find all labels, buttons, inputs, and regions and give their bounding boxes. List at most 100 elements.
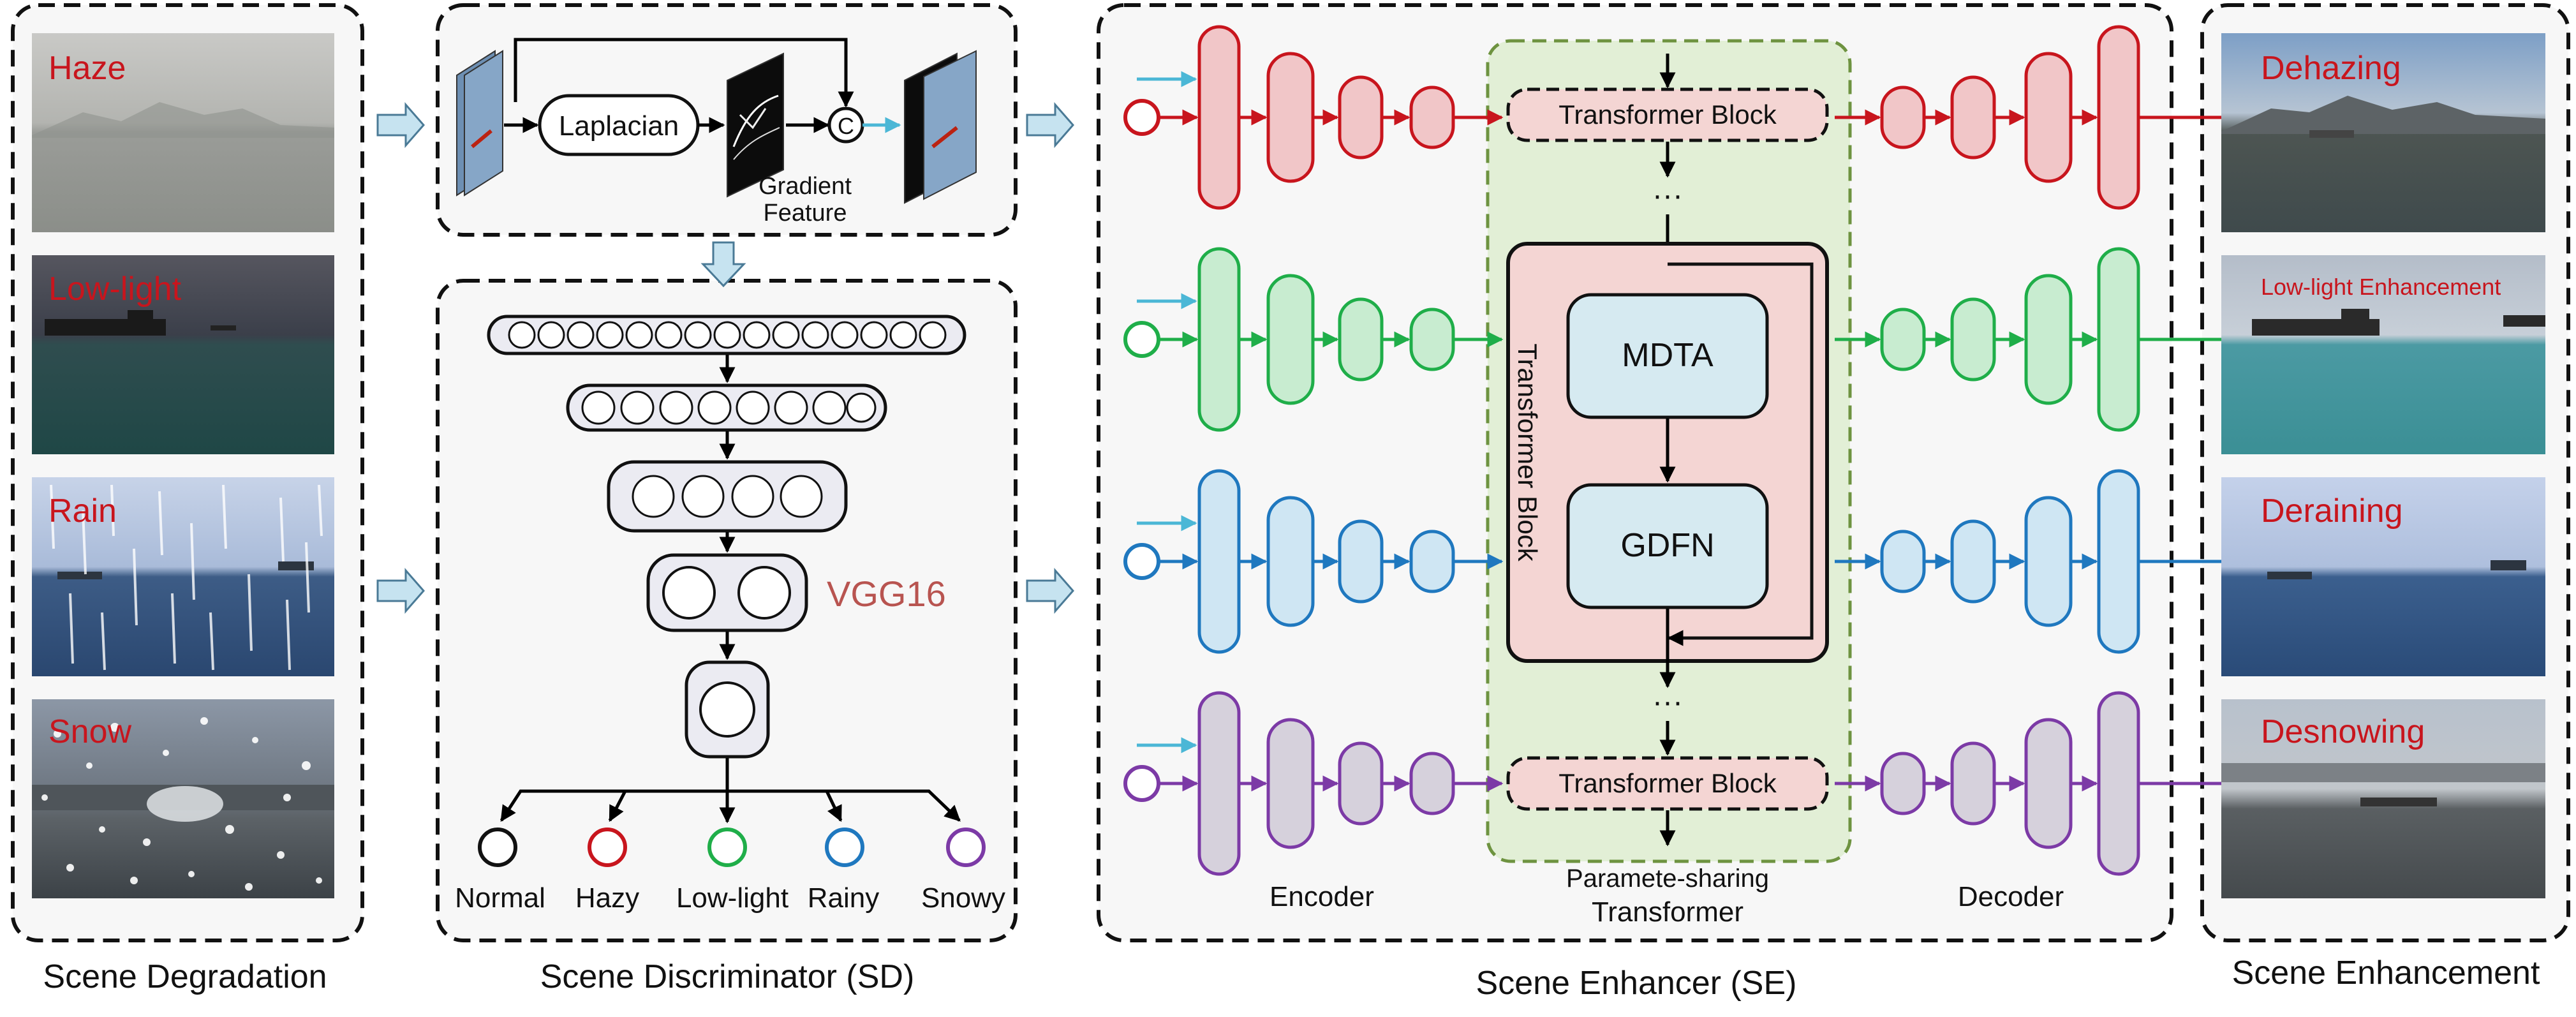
class-normal-node [478, 828, 517, 867]
lowlight-encoder-block [1338, 297, 1384, 382]
flow-arrow-2 [376, 568, 425, 614]
snow-decoder-block [2097, 691, 2140, 876]
snow-input-node [1123, 765, 1160, 802]
dots-upper: ··· [1652, 179, 1683, 212]
rain-decoder-block [2097, 469, 2140, 654]
skip-connection-line [514, 38, 854, 108]
class-snowy-label: Snowy [921, 882, 1005, 914]
snow-encoder-block [1266, 718, 1315, 849]
rain-input-node [1123, 543, 1160, 580]
class-low-light-node [707, 828, 747, 867]
class-hazy-label: Hazy [575, 882, 639, 914]
class-rainy-node [825, 828, 864, 867]
gradient-feature-image [727, 52, 784, 198]
flow-arrow-down [700, 241, 746, 288]
decoder-label: Decoder [1958, 881, 2064, 912]
deraining-label: Deraining [2261, 493, 2403, 530]
classifier-branches [500, 758, 961, 824]
haze-encoder-block [1197, 25, 1241, 210]
vgg-layer-2 [566, 383, 887, 432]
haze-label: Haze [48, 50, 126, 87]
vgg16-label: VGG16 [827, 574, 946, 614]
flow-arrow-4 [1026, 568, 1074, 614]
rain-decoder-block [1880, 530, 1926, 593]
rain-encoder-block [1409, 530, 1455, 593]
concat-output-stack [904, 50, 977, 204]
haze-encoder-block [1409, 85, 1455, 149]
haze-input-node [1123, 99, 1160, 136]
flow-arrow-3 [1026, 102, 1074, 148]
gradient-feature-label-1: Gradient [759, 173, 852, 200]
mdta-label: MDTA [1622, 337, 1714, 374]
low-light-image: Low-light [32, 255, 334, 454]
transformer-block-bottom-label: Transformer Block [1558, 768, 1777, 798]
transformer-block-bottom [1506, 756, 1829, 811]
gdfn-box [1566, 483, 1769, 609]
transformer-block-top-label: Transformer Block [1558, 100, 1777, 130]
low-light-label: Low-light [48, 271, 182, 308]
enhancement-caption: Scene Enhancement [2232, 954, 2540, 991]
encoder-decoder-rows [1123, 25, 2239, 876]
enhancer-caption: Scene Enhancer (SE) [1476, 965, 1797, 1002]
class-low-light-label: Low-light [676, 882, 788, 914]
class-rainy-label: Rainy [808, 882, 880, 914]
transformer-block-top [1506, 87, 1829, 142]
low-light-enhancement-label: Low-light Enhancement [2261, 274, 2501, 300]
snow-label: Snow [48, 713, 132, 750]
rain-decoder-block [2024, 496, 2073, 627]
encoder-label: Encoder [1269, 881, 1374, 912]
shared-transformer-label-2: Transformer [1592, 896, 1743, 928]
gradient-feature-label-2: Feature [764, 200, 847, 226]
lowlight-input-node [1123, 321, 1160, 358]
degradation-caption: Scene Degradation [43, 958, 327, 995]
deraining-image: Deraining [2221, 477, 2545, 676]
low-light-enhancement-image: Low-light Enhancement [2221, 255, 2545, 454]
input-image-stack [456, 50, 503, 197]
rain-decoder-block [1950, 519, 1996, 604]
vgg-layer-5 [685, 660, 770, 759]
discriminator-caption: Scene Discriminator (SD) [540, 958, 915, 995]
lowlight-decoder-block [2097, 247, 2140, 432]
snow-encoder-block [1197, 691, 1241, 876]
laplacian-label: Laplacian [559, 110, 679, 142]
desnowing-label: Desnowing [2261, 713, 2425, 750]
lowlight-decoder-block [1950, 297, 1996, 382]
haze-decoder-block [2024, 52, 2073, 183]
haze-encoder-block [1266, 52, 1315, 183]
rain-label: Rain [48, 493, 117, 530]
haze-image: Haze [32, 33, 334, 232]
dots-lower: ··· [1652, 685, 1683, 719]
snow-decoder-block [1880, 752, 1926, 815]
concat-label: C [838, 113, 854, 139]
shared-transformer-label-1: Paramete-sharing [1566, 865, 1769, 893]
class-hazy-node [588, 828, 627, 867]
rain-encoder-block [1338, 519, 1384, 604]
transformer-block-vertical-label: Transformer Block [1513, 343, 1543, 562]
rain-image: Rain [32, 477, 334, 676]
residual-connection [1667, 262, 1814, 646]
vgg-layer-3 [607, 460, 848, 533]
snow-image: Snow [32, 699, 334, 898]
snow-decoder-block [2024, 718, 2073, 849]
lowlight-decoder-block [2024, 274, 2073, 405]
haze-encoder-block [1338, 75, 1384, 160]
flow-arrow-1 [376, 102, 425, 148]
vgg-layer-1 [487, 315, 966, 355]
gdfn-label: GDFN [1620, 527, 1714, 564]
lowlight-encoder-block [1266, 274, 1315, 405]
rain-encoder-block [1266, 496, 1315, 627]
lowlight-decoder-block [1880, 308, 1926, 371]
haze-decoder-block [2097, 25, 2140, 210]
rain-encoder-block [1197, 469, 1241, 654]
desnowing-image: Desnowing [2221, 699, 2545, 898]
dehazing-label: Dehazing [2261, 50, 2401, 87]
lowlight-encoder-block [1197, 247, 1241, 432]
snow-encoder-block [1409, 752, 1455, 815]
haze-decoder-block [1880, 85, 1926, 149]
haze-decoder-block [1950, 75, 1996, 160]
snow-encoder-block [1338, 741, 1384, 826]
mdta-box [1566, 293, 1769, 419]
class-snowy-node [946, 828, 986, 867]
dehazing-image: Dehazing [2221, 33, 2545, 232]
